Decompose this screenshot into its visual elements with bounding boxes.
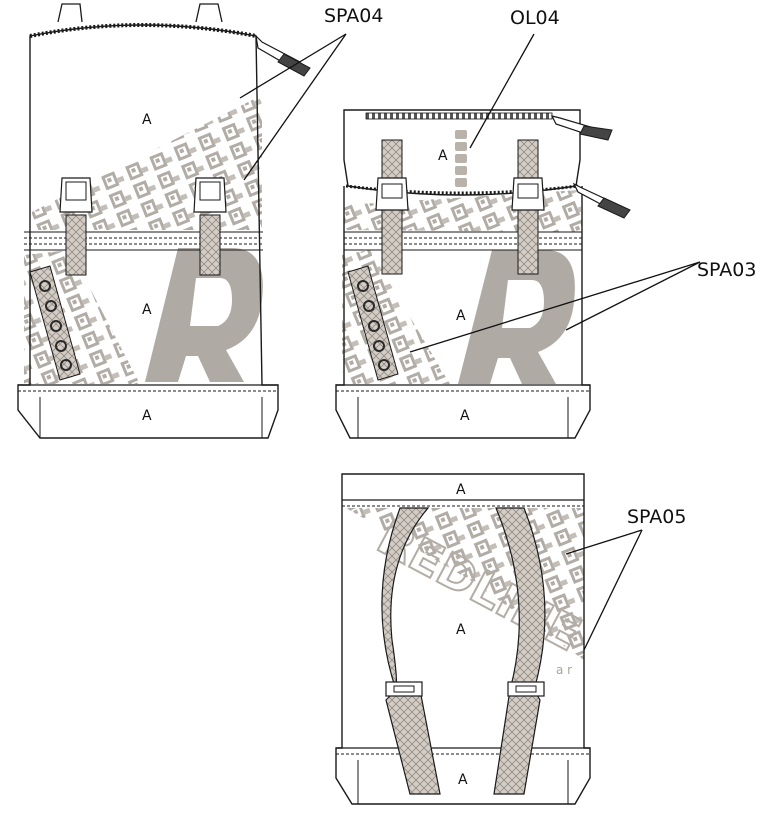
side-view: A A A [335,109,631,439]
front-r-logo [145,248,263,382]
front-top-panel-label: A [142,112,152,128]
front-middle-panel-label: A [142,302,152,318]
side-zipper-puller-top [550,115,613,141]
side-r-logo [458,250,575,384]
back-strap-left [381,507,441,795]
front-view: A A A [17,3,311,439]
callout-spa05: SPA05 [627,506,686,528]
side-middle-panel-label: A [456,308,466,324]
side-ol04-squares [455,130,467,187]
front-buckle-left [59,177,93,276]
side-zipper-track [365,112,553,120]
front-handle-right [195,3,223,23]
back-middle-panel-label: A [456,622,466,638]
back-strap-right [493,507,546,795]
side-bottom-panel-label: A [460,408,470,424]
front-grommet-strip [29,265,81,381]
front-handle-left [57,3,83,23]
front-top-zipper [29,23,257,38]
callout-spa04: SPA04 [324,5,383,27]
front-buckle-right [193,177,227,276]
front-zipper-puller [255,34,311,77]
back-view: REDLINE a r A A A [335,473,591,805]
callout-leaders [239,33,701,651]
callout-spa03: SPA03 [697,259,756,281]
back-top-panel-label: A [456,482,466,498]
back-bottom-panel-label: A [458,772,468,788]
callout-ol04: OL04 [510,7,560,29]
side-top-panel-label: A [438,148,448,164]
side-grommet-strip [347,265,399,381]
side-buckle-left [375,139,409,275]
side-zipper-puller-bottom [572,182,631,219]
side-buckle-right [511,139,545,275]
front-bottom-panel-label: A [142,408,152,424]
svg-text:a r: a r [556,663,572,677]
